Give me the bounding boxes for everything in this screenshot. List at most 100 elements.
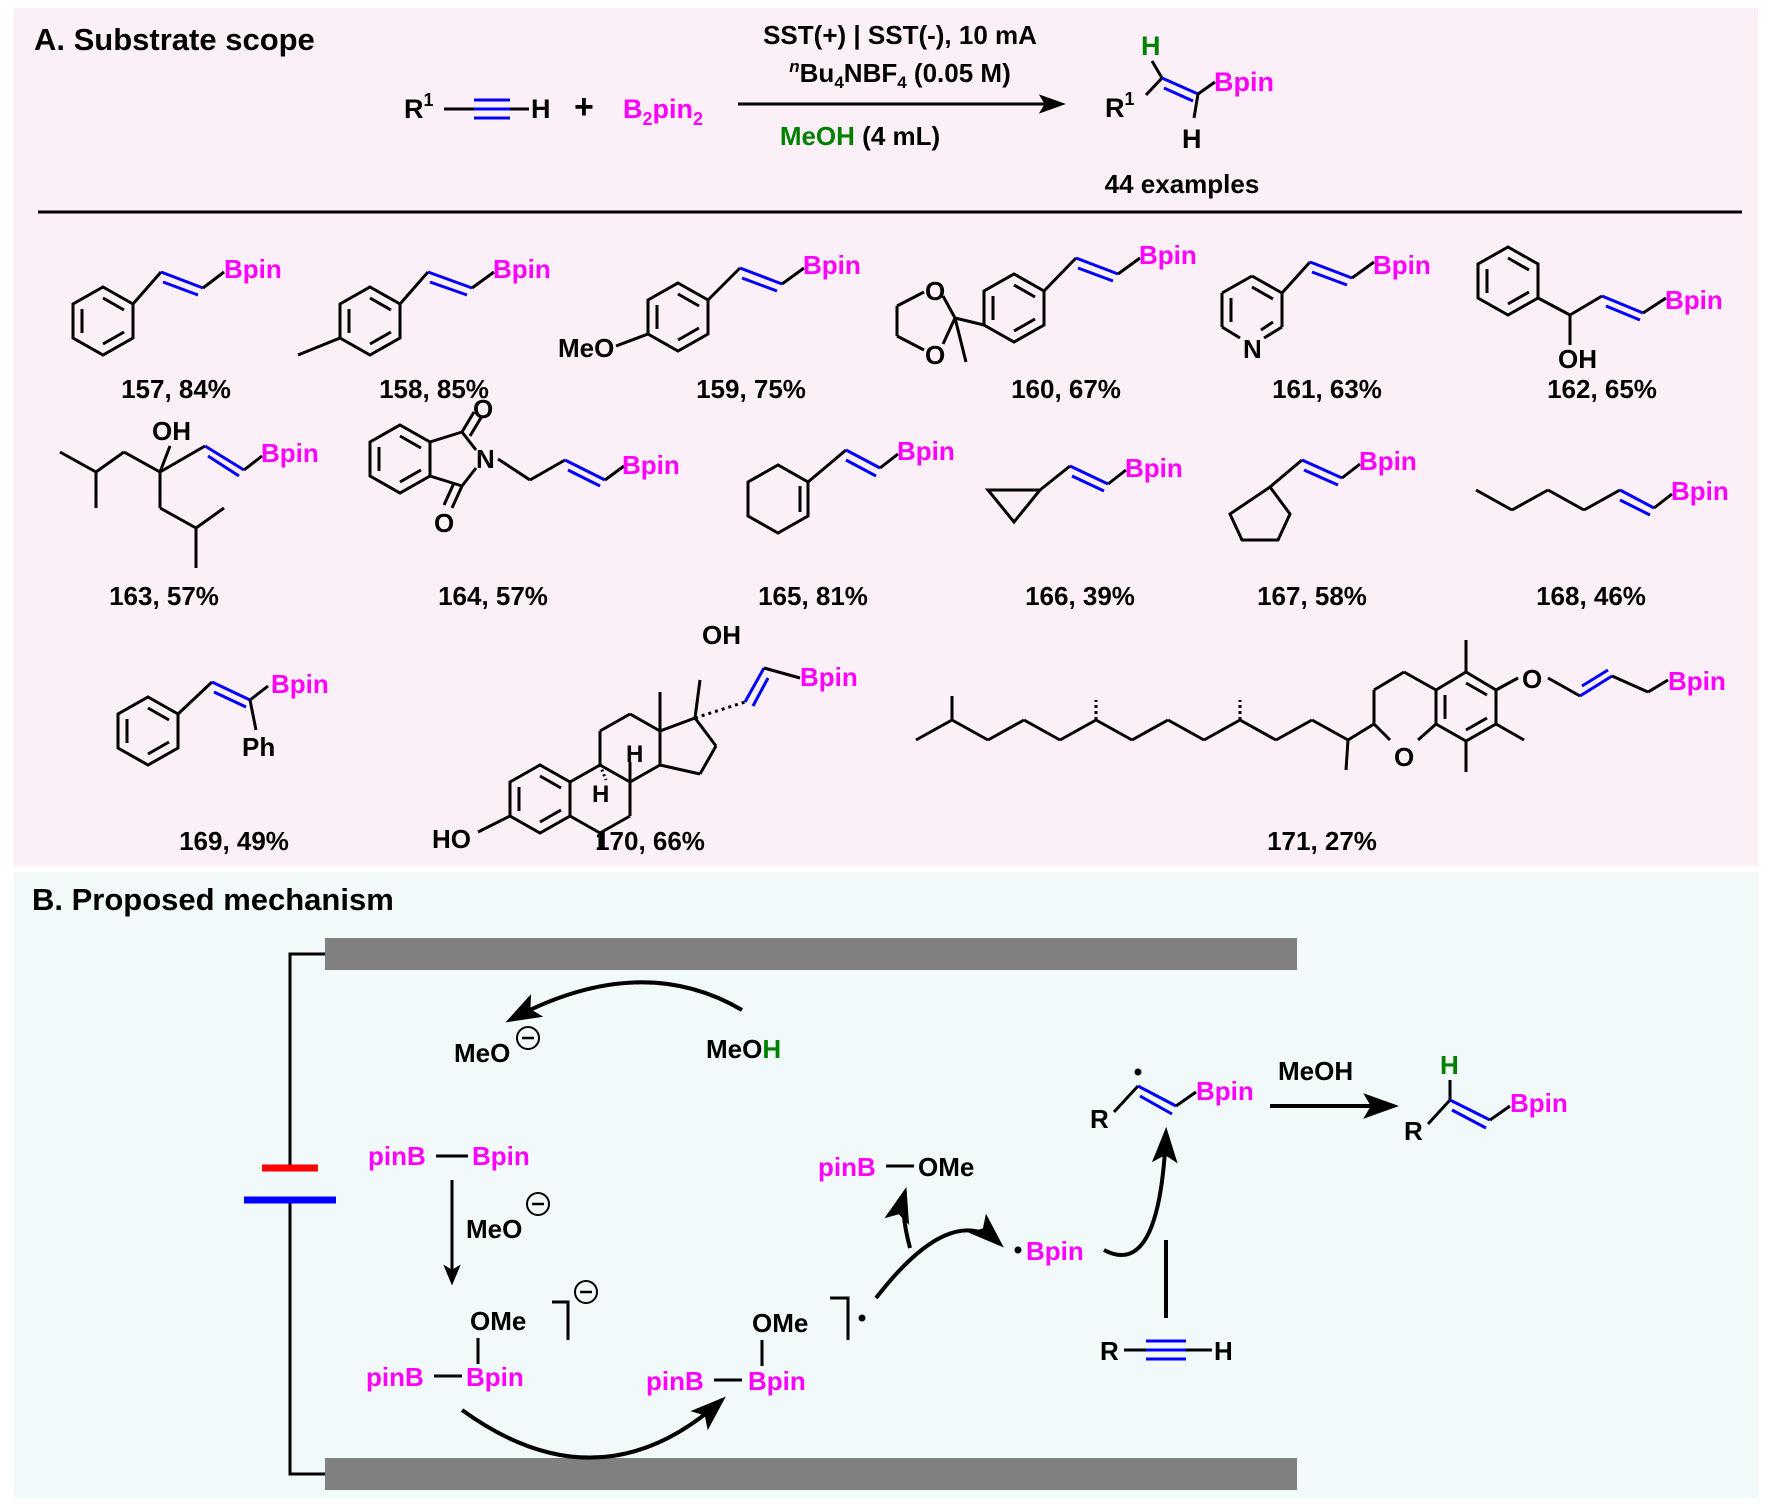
o-160b: O <box>925 340 945 370</box>
structure-161 <box>1220 260 1375 340</box>
bpin-168: Bpin <box>1671 476 1729 506</box>
structure-171 <box>915 640 1669 772</box>
panel-b: B. Proposed mechanism MeO MeOH pinB Bpin… <box>14 872 1758 1498</box>
bpin-166: Bpin <box>1125 453 1183 483</box>
o-164b: O <box>434 508 454 538</box>
bpin-169: Bpin <box>271 669 329 699</box>
final-bpin: Bpin <box>1510 1088 1568 1118</box>
panel-a-title: A. Substrate scope <box>34 22 315 57</box>
oh-162: OH <box>1558 344 1597 374</box>
panel-b-title: B. Proposed mechanism <box>32 882 394 917</box>
bpin-164: Bpin <box>622 450 680 480</box>
structure-158 <box>297 270 495 357</box>
boryl-radical-dot <box>1014 1246 1022 1254</box>
alkyne-r-label: R1 <box>404 90 434 124</box>
condition-electrolyte: nBu4NBF4 (0.05 M) <box>789 57 1010 92</box>
boryl-radical: Bpin <box>1026 1236 1084 1266</box>
structure-167 <box>1228 458 1361 542</box>
radical-bracket <box>830 1296 850 1340</box>
methanol-label: MeOH <box>706 1034 781 1064</box>
label-157: 157, 84% <box>121 374 231 404</box>
o-160a: O <box>925 276 945 306</box>
activation-meo: MeO <box>466 1214 522 1244</box>
final-r: R <box>1404 1116 1423 1146</box>
bpin-157: Bpin <box>224 254 282 284</box>
b2pin2-bpin: Bpin <box>472 1141 530 1171</box>
fragmentation-arrow <box>874 1213 1004 1300</box>
panel-b-background <box>14 872 1758 1498</box>
bpin-160: Bpin <box>1139 240 1197 270</box>
condition-electrodes: SST(+) | SST(-), 10 mA <box>763 20 1037 50</box>
structure-169 <box>116 680 269 767</box>
product-r-label: R1 <box>1105 89 1135 123</box>
b2pin2-pinb: pinB <box>368 1141 426 1171</box>
bpin-165: Bpin <box>897 436 955 466</box>
bpin-162: Bpin <box>1665 285 1723 315</box>
label-166: 166, 39% <box>1025 581 1135 611</box>
label-170: 170, 66% <box>595 826 705 856</box>
o-164a: O <box>473 394 493 424</box>
label-164: 164, 57% <box>438 581 548 611</box>
alkyne-h-label: H <box>531 94 551 124</box>
cathode-plate <box>325 1458 1297 1490</box>
ate-ome: OMe <box>470 1306 526 1336</box>
charge-minus-3 <box>574 1280 598 1304</box>
triple-bond <box>474 98 510 120</box>
bpin-163: Bpin <box>261 438 319 468</box>
n-161: N <box>1243 334 1262 364</box>
vinyl-radical-dot <box>1134 1068 1142 1076</box>
h-170a: H <box>626 741 643 768</box>
oxidation-arrow <box>460 1396 726 1460</box>
label-168: 168, 46% <box>1536 581 1646 611</box>
bpin-171: Bpin <box>1668 666 1726 696</box>
label-162: 162, 65% <box>1547 374 1657 404</box>
panel-a-background <box>14 8 1758 866</box>
panel-a: A. Substrate scope R1 H + B2pin2 SST(+) … <box>14 8 1758 866</box>
structure-166 <box>984 464 1127 525</box>
ph-169: Ph <box>242 732 275 762</box>
circuit-wire <box>288 952 325 1476</box>
structure-162 <box>1476 245 1667 345</box>
b2pin2-label: B2pin2 <box>623 94 703 129</box>
vinyl-bpin: Bpin <box>1196 1076 1254 1106</box>
label-160: 160, 67% <box>1011 374 1121 404</box>
condition-solvent: MeOH (4 mL) <box>780 121 940 151</box>
plus-sign: + <box>574 88 594 126</box>
methoxide-label: MeO <box>454 1038 510 1068</box>
structure-170 <box>477 666 801 848</box>
product-bpin-label: Bpin <box>1214 67 1274 97</box>
label-163: 163, 57% <box>109 581 219 611</box>
ate-bpin: Bpin <box>466 1362 524 1392</box>
final-h: H <box>1440 1050 1459 1080</box>
oh-163: OH <box>152 416 191 446</box>
label-169: 169, 49% <box>179 826 289 856</box>
charge-minus-2 <box>526 1192 550 1216</box>
structure-164 <box>368 411 625 509</box>
bpin-167: Bpin <box>1359 446 1417 476</box>
structure-159 <box>615 266 805 353</box>
example-count: 44 examples <box>1105 169 1260 199</box>
mech-alkyne-r: R <box>1100 1336 1119 1366</box>
label-167: 167, 58% <box>1257 581 1367 611</box>
radical-bpin: Bpin <box>748 1366 806 1396</box>
mech-triple-bond <box>1146 1339 1186 1361</box>
bpin-158: Bpin <box>493 254 551 284</box>
bpin-159: Bpin <box>803 250 861 280</box>
structure-163 <box>59 444 263 568</box>
ate-bracket <box>552 1300 570 1340</box>
o-171b: O <box>1522 664 1542 694</box>
anode-plate <box>325 938 1297 970</box>
meo-159: MeO <box>558 333 614 363</box>
label-171: 171, 27% <box>1267 826 1377 856</box>
general-scheme: R1 H + B2pin2 SST(+) | SST(-), 10 mA nBu… <box>404 20 1274 199</box>
structure-165 <box>746 448 899 535</box>
bpin-161: Bpin <box>1373 250 1431 280</box>
addition-arrow <box>1103 1126 1178 1257</box>
ho-170: HO <box>432 824 471 854</box>
pinb-ome-arrow <box>884 1187 912 1249</box>
oh-170: OH <box>702 620 741 650</box>
pinbome-ome: OMe <box>918 1152 974 1182</box>
h-170b: H <box>592 781 609 808</box>
structure-160 <box>895 256 1141 363</box>
